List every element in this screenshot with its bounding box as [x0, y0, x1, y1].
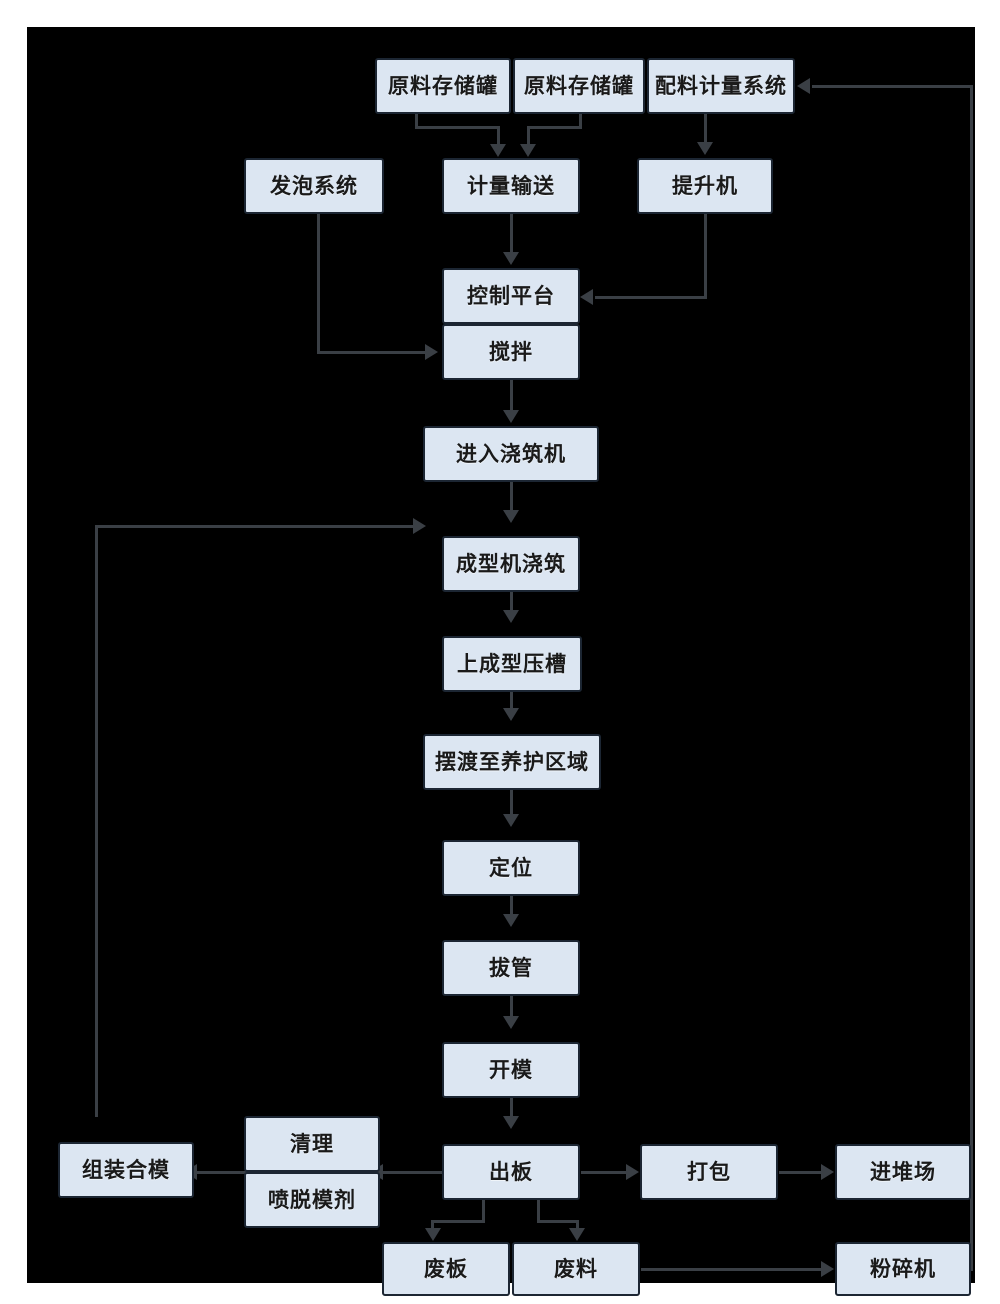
arrowhead-batching-hoist — [697, 142, 713, 155]
arrowhead-wastematerial-crusher — [821, 1261, 834, 1277]
edge-foaming-mixing-h — [317, 351, 427, 354]
node-mixing[interactable]: 搅拌 — [442, 324, 580, 380]
edge-crusher-batching-v — [970, 85, 973, 1270]
node-label: 开模 — [489, 1057, 533, 1082]
node-to-yard[interactable]: 进堆场 — [835, 1144, 971, 1200]
node-raw-tank-1[interactable]: 原料存储罐 — [375, 58, 511, 114]
edge-tank1-metering-h — [415, 126, 500, 129]
node-label: 进入浇筑机 — [456, 441, 566, 466]
edge-tank2-metering-h — [527, 126, 582, 129]
edge-boardout-wastematerial-v2 — [576, 1220, 579, 1232]
node-label: 拔管 — [489, 955, 533, 980]
node-label: 清理 — [290, 1131, 334, 1156]
arrowhead-assemble-forming — [413, 518, 426, 534]
node-label: 成型机浇筑 — [456, 551, 566, 576]
node-label: 原料存储罐 — [388, 73, 498, 98]
arrowhead-boardout-wastematerial — [569, 1228, 585, 1241]
edge-boardout-cleaning — [383, 1171, 443, 1174]
arrowhead-mixing-caster — [503, 410, 519, 423]
node-assemble-mold[interactable]: 组装合模 — [58, 1142, 194, 1198]
flowchart-canvas: 原料存储罐 原料存储罐 配料计量系统 发泡系统 计量输送 提升机 控制平台 搅拌… — [27, 27, 975, 1296]
edge-boardout-wastematerial-h — [537, 1220, 579, 1223]
node-label: 摆渡至养护区域 — [435, 749, 589, 774]
node-label: 废料 — [554, 1256, 598, 1281]
arrowhead-positioning-pullpipe — [503, 914, 519, 927]
edge-spray-assemble — [197, 1171, 247, 1174]
arrowhead-crusher-batching — [797, 78, 810, 94]
edge-boardout-wasteboard-v1 — [482, 1197, 485, 1222]
edge-mixing-caster — [510, 353, 513, 413]
arrowhead-caster-forming — [503, 510, 519, 523]
arrowhead-ferry-positioning — [503, 814, 519, 827]
node-label: 出板 — [489, 1159, 533, 1184]
arrowhead-demold-boardout — [503, 1116, 519, 1129]
node-label: 粉碎机 — [870, 1256, 936, 1281]
node-label: 定位 — [489, 855, 533, 880]
arrowhead-metering-control — [503, 252, 519, 265]
node-label: 发泡系统 — [270, 173, 358, 198]
node-batching-system[interactable]: 配料计量系统 — [647, 58, 795, 114]
node-waste-material[interactable]: 废料 — [512, 1242, 640, 1296]
edge-assemble-forming-h — [95, 525, 415, 528]
edge-batching-hoist — [704, 87, 707, 144]
node-raw-tank-2[interactable]: 原料存储罐 — [513, 58, 645, 114]
arrowhead-foaming-mixing — [425, 344, 438, 360]
arrowhead-hoist-control — [580, 289, 593, 305]
edge-hoist-control-v — [704, 187, 707, 299]
edge-metering-control — [510, 187, 513, 254]
node-label: 计量输送 — [467, 173, 555, 198]
arrowhead-press-ferry — [503, 708, 519, 721]
edge-assemble-forming-v — [95, 525, 98, 1117]
arrowhead-pullpipe-demold — [503, 1016, 519, 1029]
arrowhead-packing-yard — [821, 1164, 834, 1180]
node-label: 上成型压槽 — [457, 651, 567, 676]
edge-tank1-metering-v2 — [497, 126, 500, 146]
edge-tank2-metering-v2 — [527, 126, 530, 146]
arrowhead-forming-press — [503, 610, 519, 623]
node-label: 喷脱模剂 — [268, 1187, 356, 1212]
node-label: 搅拌 — [489, 339, 533, 364]
node-packing[interactable]: 打包 — [640, 1144, 778, 1200]
arrowhead-tank2-metering — [520, 144, 536, 157]
node-label: 原料存储罐 — [524, 73, 634, 98]
node-board-out[interactable]: 出板 — [442, 1144, 580, 1200]
node-foaming-system[interactable]: 发泡系统 — [244, 158, 384, 214]
arrowhead-tank1-metering — [490, 144, 506, 157]
edge-wastematerial-crusher — [641, 1268, 823, 1271]
node-spray-release[interactable]: 喷脱模剂 — [244, 1172, 380, 1228]
node-control-platform[interactable]: 控制平台 — [442, 268, 580, 324]
arrowhead-boardout-packing — [626, 1164, 639, 1180]
edge-boardout-wasteboard-v2 — [431, 1220, 434, 1232]
node-forming-cast[interactable]: 成型机浇筑 — [442, 536, 580, 592]
arrowhead-boardout-wasteboard — [425, 1228, 441, 1241]
node-label: 组装合模 — [82, 1157, 170, 1182]
node-metering-feed[interactable]: 计量输送 — [442, 158, 580, 214]
edge-hoist-control-h — [595, 296, 707, 299]
node-ferry-curing[interactable]: 摆渡至养护区域 — [423, 734, 601, 790]
node-pull-pipe[interactable]: 拔管 — [442, 940, 580, 996]
node-label: 打包 — [687, 1159, 731, 1184]
edge-boardout-wasteboard-h — [431, 1220, 485, 1223]
node-waste-board[interactable]: 废板 — [382, 1242, 510, 1296]
node-demold[interactable]: 开模 — [442, 1042, 580, 1098]
node-label: 提升机 — [672, 173, 738, 198]
edge-packing-yard — [779, 1171, 824, 1174]
edge-caster-forming — [510, 455, 513, 512]
node-cleaning[interactable]: 清理 — [244, 1116, 380, 1172]
node-label: 配料计量系统 — [655, 73, 787, 98]
node-label: 废板 — [424, 1256, 468, 1281]
node-label: 进堆场 — [870, 1159, 936, 1184]
node-positioning[interactable]: 定位 — [442, 840, 580, 896]
node-enter-caster[interactable]: 进入浇筑机 — [423, 426, 599, 482]
edge-boardout-packing — [581, 1171, 629, 1174]
edge-foaming-mixing-v — [317, 187, 320, 354]
edge-crusher-batching-h2 — [812, 85, 972, 88]
node-crusher[interactable]: 粉碎机 — [835, 1242, 971, 1296]
node-press-groove[interactable]: 上成型压槽 — [442, 636, 582, 692]
edge-boardout-wastematerial-v1 — [537, 1197, 540, 1222]
node-label: 控制平台 — [467, 283, 555, 308]
node-hoist[interactable]: 提升机 — [637, 158, 773, 214]
